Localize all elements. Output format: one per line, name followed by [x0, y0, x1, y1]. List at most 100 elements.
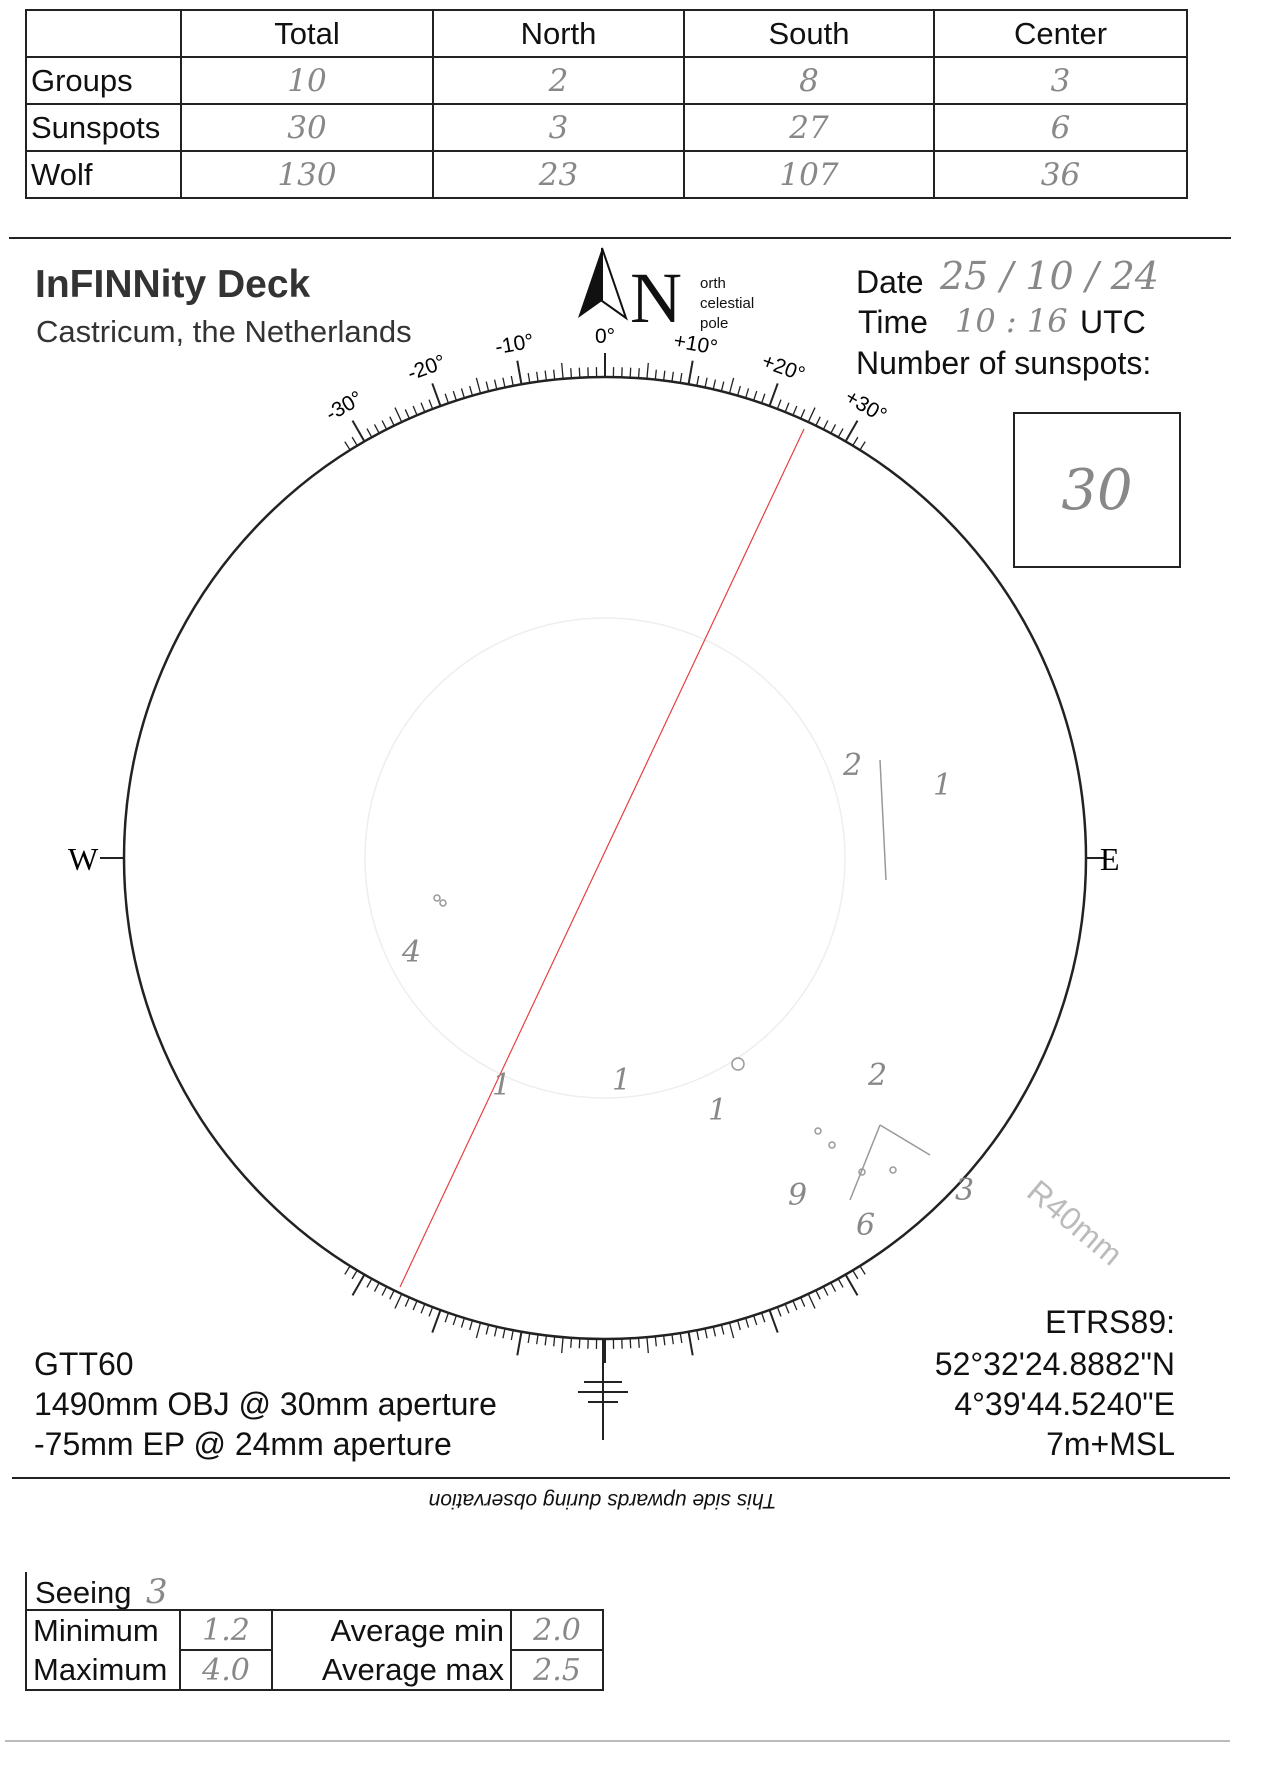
scale-tick [553, 1336, 556, 1347]
scale-tick [736, 1320, 741, 1331]
radius-label: R40mm [1021, 1173, 1130, 1273]
max-value[interactable]: 4.0 [179, 1649, 273, 1691]
scale-tick [704, 1328, 708, 1339]
scale-tick [760, 1312, 766, 1323]
scale-tick [404, 1297, 410, 1307]
cell-value[interactable]: 3 [933, 56, 1188, 105]
scale-tick [837, 1278, 844, 1288]
scale-tick [662, 370, 666, 381]
cell-value[interactable]: 130 [180, 150, 434, 199]
cell-value[interactable]: 107 [683, 150, 935, 199]
header-cell: North [432, 9, 685, 58]
scale-tick [792, 405, 798, 416]
table-row: Groups 10 2 8 3 [25, 56, 1188, 105]
scale-tick [679, 372, 683, 384]
datum: ETRS89: [1045, 1304, 1175, 1340]
scale-tick [859, 1265, 866, 1275]
scale-tick [768, 383, 779, 407]
scale-tick [485, 381, 490, 392]
scale-label: +10° [672, 329, 719, 359]
scale-tick [516, 1331, 523, 1356]
time-value[interactable]: 10 : 16 [955, 302, 1068, 340]
solar-disk-outline [122, 375, 1088, 1341]
sunspots-box[interactable]: 30 [1013, 412, 1181, 568]
west-label: W [68, 841, 99, 877]
scale-tick [637, 368, 640, 379]
scale-tick [544, 370, 548, 381]
instrument-objective: 1490mm OBJ @ 30mm aperture [34, 1386, 497, 1422]
scale-tick [704, 377, 708, 388]
cell-value[interactable]: 3 [432, 103, 685, 152]
min-value[interactable]: 1.2 [179, 1609, 273, 1651]
cell-value[interactable]: 23 [432, 150, 685, 199]
avg-min-value[interactable]: 2.0 [510, 1609, 604, 1651]
scale-tick [646, 1337, 649, 1354]
note-line: celestial [700, 295, 755, 312]
cell-value[interactable]: 6 [933, 103, 1188, 152]
latitude: 52°32'24.8882"N [934, 1346, 1175, 1382]
scale-tick [394, 407, 403, 423]
scale-tick [444, 393, 450, 404]
scale-tick [431, 1309, 442, 1333]
group-annotation: 1 [708, 1093, 727, 1128]
scale-tick [830, 424, 837, 434]
table-row: Maximum 4.0 Average max 2.5 [25, 1649, 604, 1691]
scale-tick [351, 436, 358, 447]
scale-tick [536, 1334, 539, 1345]
seeing-value[interactable]: 3 [145, 1572, 168, 1612]
scale-tick [553, 369, 556, 380]
scale-tick [753, 1315, 758, 1326]
scale-tick [712, 379, 717, 390]
page-edge [5, 1740, 1230, 1742]
row-label: Sunspots [25, 103, 182, 152]
scale-tick [373, 1282, 380, 1292]
cell-value[interactable]: 36 [933, 150, 1188, 199]
note-line: orth [700, 275, 726, 292]
header-cell: South [683, 9, 935, 58]
center-zone-circle [364, 617, 846, 1099]
date-label: Date [856, 264, 924, 300]
longitude: 4°39'44.5240"E [954, 1386, 1175, 1422]
seeing-table: Minimum 1.2 Average min 2.0 Maximum 4.0 … [25, 1609, 604, 1691]
scale-tick [351, 1274, 366, 1296]
time-zone: UTC [1080, 304, 1146, 340]
cell-value[interactable]: 10 [180, 56, 434, 105]
cell-value[interactable]: 30 [180, 103, 434, 152]
scale-tick [629, 1338, 632, 1349]
row-label: Groups [25, 56, 182, 105]
min-label: Minimum [25, 1609, 181, 1650]
cell-value[interactable]: 8 [683, 56, 935, 105]
scale-tick [444, 1312, 450, 1323]
scale-tick [844, 1274, 859, 1296]
scale-tick [822, 420, 829, 430]
scale-tick [852, 436, 859, 447]
sunspots-value: 30 [1061, 457, 1133, 523]
date-value[interactable]: 25 / 10 / 24 [940, 254, 1159, 298]
divider-bottom [12, 1477, 1230, 1479]
table-header-row: Total North South Center [25, 9, 1188, 58]
sunspot-sketches [433, 759, 931, 1201]
scale-tick [452, 1315, 457, 1326]
page-title: InFINNity Deck [35, 263, 311, 306]
location: Castricum, the Netherlands [36, 314, 412, 349]
avg-max-label: Average max [271, 1650, 512, 1691]
scale-tick [373, 424, 380, 434]
scale-tick [420, 402, 426, 413]
cell-value[interactable]: 2 [432, 56, 685, 105]
scale-tick [800, 1297, 806, 1307]
scale-tick [431, 383, 442, 407]
scale-tick [510, 1330, 514, 1341]
group-annotation: 2 [842, 748, 862, 783]
cell-value[interactable]: 27 [683, 103, 935, 152]
group-annotation: 1 [612, 1063, 631, 1098]
scale-tick [502, 1328, 506, 1339]
scale-tick [720, 1324, 725, 1335]
axis-line [399, 428, 805, 1288]
max-label: Maximum [25, 1650, 181, 1691]
scale-tick [852, 1269, 859, 1280]
scale-tick [428, 399, 434, 410]
scale-tick [460, 388, 465, 399]
avg-max-value[interactable]: 2.5 [510, 1649, 604, 1691]
scale-tick [646, 362, 649, 379]
